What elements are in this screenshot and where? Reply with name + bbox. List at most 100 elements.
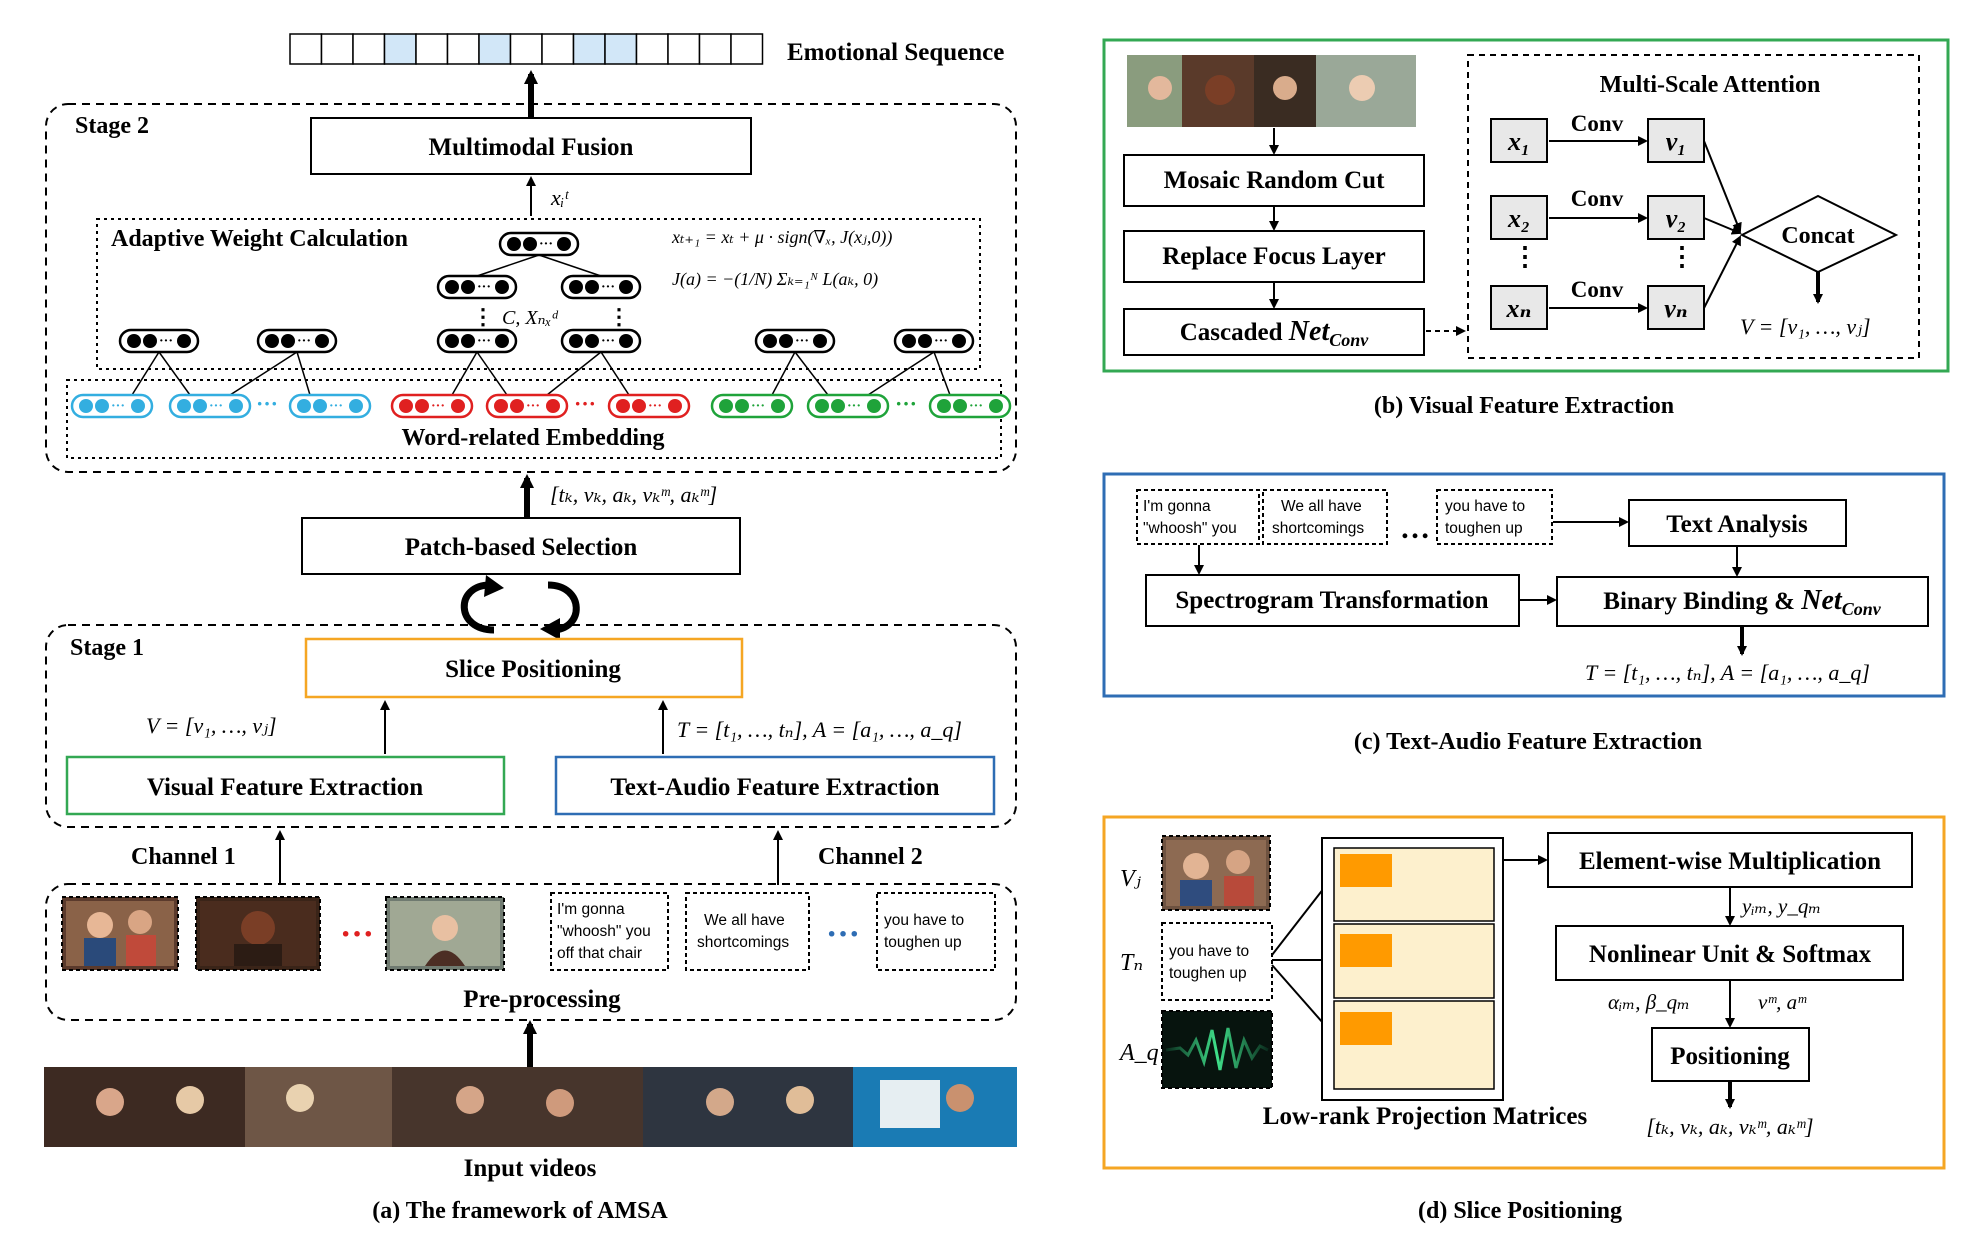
svg-text:···: ··· <box>526 399 540 414</box>
svg-text:···: ··· <box>751 399 765 414</box>
emotional-cell <box>730 33 764 65</box>
panel-b-frame <box>1102 38 1950 373</box>
tree-edge <box>771 351 796 396</box>
embedding-capsule: ··· <box>256 328 338 354</box>
embedding-tree: ···························⋮⋮ <box>118 231 975 396</box>
emotional-sequence-label: Emotional Sequence <box>787 39 1004 66</box>
capsule-ellipsis: ··· <box>895 391 917 416</box>
tree-edge <box>158 351 191 396</box>
svg-text:···: ··· <box>297 334 311 349</box>
frames-ellipsis: ··· <box>340 916 374 953</box>
selection-output-label: [tₖ, vₖ, aₖ, vₖᵐ, aₖᵐ] <box>550 482 717 507</box>
embedding-capsule: ··· <box>560 274 642 300</box>
embedding-capsules: ···································· <box>70 391 1012 419</box>
tree-vertical-dots: ⋮ <box>608 304 630 329</box>
svg-text:···: ··· <box>209 399 223 414</box>
tree-edge <box>867 351 935 396</box>
svg-text:···: ··· <box>601 280 615 295</box>
ta-vector-label: T = [t₁, …, tₙ], A = [a₁, …, a_q] <box>677 717 962 742</box>
aq-label: A_q <box>1118 1040 1159 1066</box>
embedding-capsule: ··· <box>288 393 372 419</box>
svg-text:···: ··· <box>159 334 173 349</box>
input-x2: x₂ <box>1507 204 1530 233</box>
panel-c-caption: (c) Text-Audio Feature Extraction <box>1354 729 1702 755</box>
nonlinear-box <box>1555 925 1904 981</box>
embedding-capsule: ··· <box>118 328 200 354</box>
c-quote-1-text: I'm gonna"whoosh" you <box>1143 498 1237 537</box>
embedding-capsule: ··· <box>436 274 518 300</box>
adaptive-weight-label: Adaptive Weight Calculation <box>111 226 408 252</box>
embedding-capsule: ··· <box>498 231 580 257</box>
tree-edge <box>296 351 311 396</box>
input-x1: x₁ <box>1507 127 1530 156</box>
embedding-capsule: ··· <box>806 393 890 419</box>
svg-text:···: ··· <box>477 334 491 349</box>
nonlinear-label: Nonlinear Unit & Softmax <box>1589 941 1872 968</box>
binary-binding-label: Binary Binding & NetConv <box>1603 585 1881 619</box>
tree-edge <box>538 254 602 277</box>
c-quote-box-1: I'm gonna"whoosh" you <box>1136 489 1260 545</box>
alpha-beta-label: αᵢₘ, β_qₘ <box>1608 990 1690 1014</box>
emotional-cell <box>698 33 732 65</box>
svg-text:···: ··· <box>111 399 125 414</box>
d-output-label: [tₖ, vₖ, aₖ, vₖᵐ, aₖᵐ] <box>1646 1114 1813 1139</box>
output-v2-box <box>1647 195 1705 240</box>
preprocessing-label: Pre-processing <box>463 986 621 1013</box>
capsule-ellipsis: ··· <box>256 391 278 416</box>
patch-selection-label: Patch-based Selection <box>405 534 638 561</box>
output-vn-box <box>1647 285 1705 330</box>
panel-d-caption: (d) Slice Positioning <box>1418 1198 1622 1224</box>
spectrogram-box <box>1145 574 1520 627</box>
multimodal-fusion-label: Multimodal Fusion <box>429 134 634 161</box>
embedding-capsule: ··· <box>70 393 154 419</box>
svg-text:···: ··· <box>795 334 809 349</box>
vj-label: Vⱼ <box>1120 866 1142 892</box>
text-audio-fe-label: Text-Audio Feature Extraction <box>610 774 939 801</box>
text-analysis-box <box>1628 499 1847 547</box>
elementwise-label: Element-wise Multiplication <box>1579 848 1881 875</box>
emotional-sequence-bar <box>289 33 764 65</box>
vn-to-concat-arrow <box>1703 235 1741 309</box>
output-v1-box <box>1647 118 1705 163</box>
output-v2: v₂ <box>1666 204 1687 233</box>
v2-to-concat-arrow <box>1703 217 1742 235</box>
svg-text:···: ··· <box>847 399 861 414</box>
tree-edge <box>476 351 508 396</box>
emotional-cell <box>541 33 575 65</box>
panel-c-frame <box>1102 472 1946 698</box>
tree-edge <box>546 351 602 396</box>
spectrogram-label: Spectrogram Transformation <box>1175 587 1488 614</box>
emotional-cell <box>320 33 354 65</box>
output-dots: ⋮ <box>1669 242 1695 271</box>
svg-text:···: ··· <box>969 399 983 414</box>
emotional-cell <box>383 33 417 65</box>
emotional-cell <box>478 33 512 65</box>
c-quotes-ellipsis: … <box>1400 512 1430 545</box>
elementwise-box <box>1547 832 1913 888</box>
tree-edge <box>451 351 478 396</box>
mosaic-label: Mosaic Random Cut <box>1164 167 1386 194</box>
preprocessing-box <box>45 883 1017 1021</box>
input-videos-label: Input videos <box>464 1155 597 1182</box>
visual-fe-label: Visual Feature Extraction <box>147 774 423 801</box>
tree-vertical-dots: ⋮ <box>472 304 494 329</box>
stage1-label: Stage 1 <box>70 635 144 661</box>
panel-d-frame <box>1102 815 1946 1170</box>
low-rank-label: Low-rank Projection Matrices <box>1263 1103 1588 1130</box>
tree-edge <box>794 351 829 396</box>
msa-box <box>1467 54 1920 359</box>
emotional-cell <box>635 33 669 65</box>
stage1-box <box>45 624 1017 828</box>
svg-text:···: ··· <box>329 399 343 414</box>
tree-edge <box>600 351 630 396</box>
input-x1-box <box>1490 118 1548 163</box>
svg-text:···: ··· <box>477 280 491 295</box>
